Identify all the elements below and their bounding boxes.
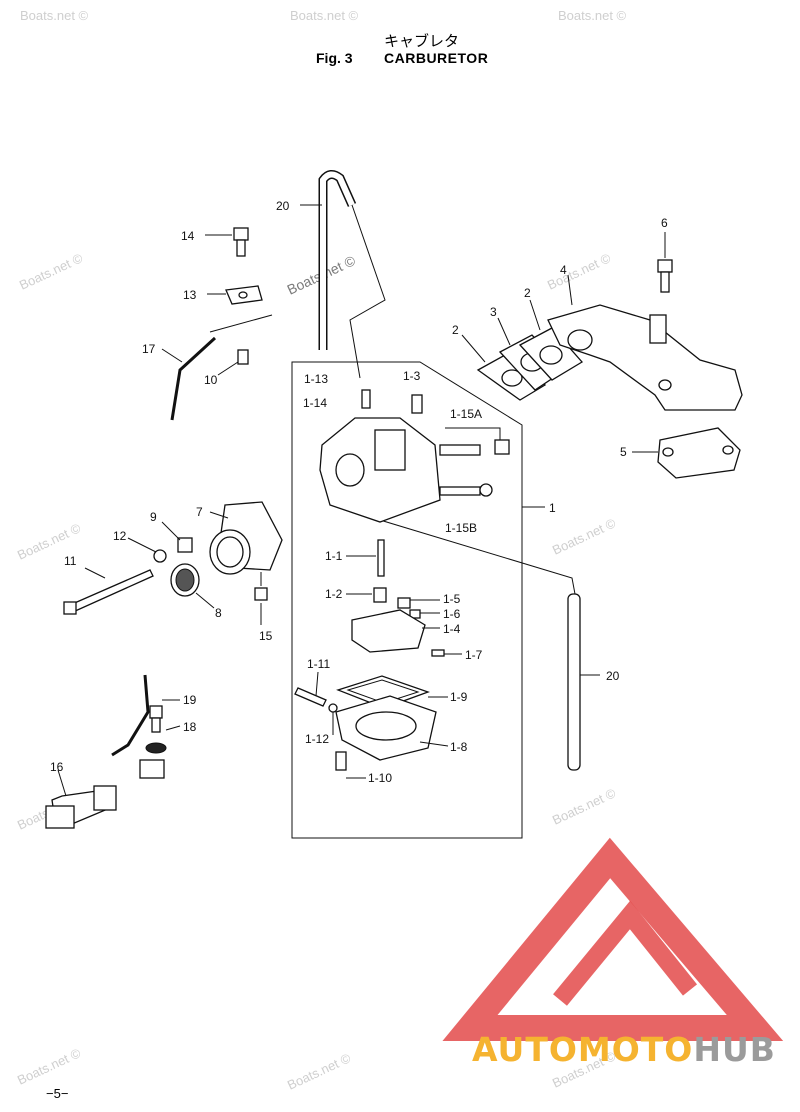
watermark: Boats.net © (550, 515, 618, 558)
automotohub-logo-mark (442, 837, 784, 1041)
callout-label: 10 (204, 373, 218, 387)
callout-label: 11 (64, 554, 77, 568)
callout-label: 15 (259, 629, 273, 643)
callout-label: 1-6 (443, 607, 461, 621)
callout-label: 14 (181, 229, 195, 243)
cable-link (209, 314, 273, 333)
watermark: Boats.net © (20, 8, 89, 23)
callout-label: 1-10 (368, 771, 392, 785)
watermark: Boats.net © (558, 8, 627, 23)
carburetor-body (319, 389, 510, 523)
callout-label: 1-5 (443, 592, 461, 606)
bolt-11 (63, 567, 154, 615)
logo-text-auto: AUTO (472, 1030, 578, 1069)
callout-label: 12 (113, 529, 127, 543)
callout-label: 16 (50, 760, 64, 774)
callout-label: 1 (549, 501, 556, 515)
callout-label: 1-13 (304, 372, 328, 386)
watermark: Boats.net © (285, 1050, 353, 1093)
bolt-6 (657, 232, 673, 293)
callout-labels: 20 14 13 17 10 6 4 2 3 2 5 1-13 1-3 1-14… (50, 199, 668, 785)
screw-1-11 (294, 671, 327, 707)
callout-label: 18 (183, 720, 197, 734)
bolt-14 (205, 227, 249, 257)
callout-label: 3 (490, 305, 497, 319)
watermark: Boats.net © (290, 8, 359, 23)
callout-label: 1-12 (305, 732, 329, 746)
watermark: Boats.net © (17, 250, 85, 293)
needle-1-1 (346, 539, 385, 577)
gasket-2-right (518, 327, 584, 381)
seal-8 (170, 563, 215, 609)
collar-10 (217, 349, 249, 376)
callout-label: 2 (452, 323, 459, 337)
float-1-4 (351, 609, 440, 653)
hose-right (379, 519, 600, 771)
gasket-2-left (476, 354, 547, 401)
callout-label: 20 (606, 669, 620, 683)
intake-manifold-4 (547, 304, 743, 411)
callout-label: 1-15A (450, 407, 482, 421)
callout-label: 4 (560, 263, 567, 277)
nut-15 (254, 572, 268, 625)
automotohub-logo-text: AUTOMOTOHUB (472, 1030, 776, 1069)
callout-label: 1-3 (403, 369, 421, 383)
callout-label: 9 (150, 510, 157, 524)
washer-18 (145, 725, 181, 754)
callout-label: 1-8 (450, 740, 468, 754)
callout-label: 1-14 (303, 396, 327, 410)
choke-knob-16 (45, 759, 165, 829)
bolt-19 (149, 699, 180, 733)
o-ring-1-12 (328, 703, 338, 735)
page-number: −5− (46, 1086, 69, 1101)
jet-1-2 (346, 587, 387, 603)
assembly-outline (291, 361, 523, 839)
callout-label: 5 (620, 445, 627, 459)
watermark: Boats.net © (550, 785, 618, 828)
plug-1-6 (409, 609, 440, 619)
callout-label: 2 (524, 286, 531, 300)
callout-label: 8 (215, 606, 222, 620)
callout-label: 13 (183, 288, 197, 302)
callout-label: 1-7 (465, 648, 483, 662)
gasket-5 (632, 427, 741, 479)
callout-label: 6 (661, 216, 668, 230)
jet-1-5 (397, 597, 440, 609)
callout-label: 17 (142, 342, 156, 356)
callout-label: 19 (183, 693, 197, 707)
callout-label: 1-11 (307, 657, 330, 671)
callout-label: 7 (196, 505, 203, 519)
figure-number: Fig. 3 (316, 50, 353, 66)
throttle-cable-17 (170, 336, 217, 421)
plate-13 (207, 285, 263, 305)
page-title-japanese: キャブレタ (384, 32, 460, 50)
drain-screw-1-10 (335, 751, 366, 779)
callout-label: 1-15B (445, 521, 477, 535)
logo-text-moto: MOTO (577, 1030, 694, 1069)
watermark: Boats.net © (15, 1045, 83, 1088)
callout-label: 1-2 (325, 587, 343, 601)
callout-label: 1-4 (443, 622, 461, 636)
callout-label: 1-9 (450, 690, 468, 704)
float-bowl-1-8 (335, 695, 449, 761)
choke-cable (111, 674, 150, 757)
spacer-9 (161, 521, 193, 553)
watermark: Boats.net © (545, 250, 613, 293)
callout-label: 20 (276, 199, 290, 213)
logo-text-hub: HUB (693, 1030, 776, 1069)
valve-1-7 (431, 649, 462, 657)
throttle-body-7 (209, 501, 283, 575)
callout-label: 1-1 (325, 549, 343, 563)
hose-top (300, 170, 386, 379)
washer-12 (127, 537, 167, 563)
page-title: CARBURETOR (384, 50, 489, 66)
